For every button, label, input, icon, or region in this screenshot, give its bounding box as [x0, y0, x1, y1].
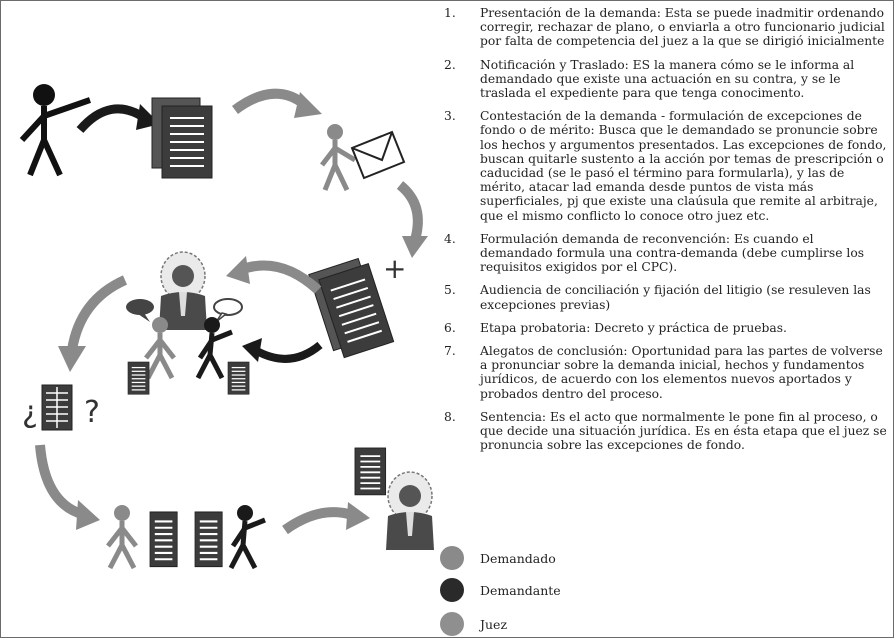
legend-item-demandado: Demandado [440, 545, 556, 571]
contestacion-documents [308, 257, 395, 359]
arrow-head-8 [346, 502, 370, 530]
legend-item-demandante: Demandante [440, 577, 561, 603]
probatoria-document [41, 384, 73, 431]
judge-figure-2 [385, 471, 435, 551]
juez-color-dot [440, 612, 464, 636]
small-document-1 [127, 361, 150, 395]
arrow-to-notification [232, 88, 309, 115]
demandante-color-dot [440, 578, 464, 602]
alegatos-document-1 [148, 510, 179, 568]
step-item: 3.Contestación de la demanda - formulaci… [444, 109, 887, 223]
steps-list: 1.Presentación de la demanda: Esta se pu… [436, 6, 888, 461]
arrow-to-probatoria [67, 275, 128, 351]
arrow-head-5 [242, 338, 262, 362]
arrow-head-4 [226, 256, 250, 284]
envelope-icon [350, 130, 406, 180]
arrow-reconvencion [253, 341, 323, 363]
step-item: 1.Presentación de la demanda: Esta se pu… [444, 6, 885, 49]
step-text: Sentencia: Es el acto que normalmente le… [480, 409, 887, 453]
sentencia-document [354, 447, 387, 496]
step-item: 4.Formulación demanda de reconvención: E… [444, 231, 865, 275]
step-text: Presentación de la demanda: Esta se pued… [480, 6, 885, 49]
demandante-figure-conciliation [195, 317, 233, 380]
demandado-color-dot [440, 546, 464, 570]
demandante-figure-alegatos [228, 505, 266, 570]
step-item: 2.Notificación y Traslado: ES la manera … [444, 57, 855, 101]
plus-sign: + [383, 252, 406, 285]
arrow-to-contestacion [396, 181, 423, 242]
step-text: Etapa probatoria: Decreto y práctica de … [480, 320, 787, 335]
arrow-head-6 [58, 346, 86, 372]
step-item: 6.Etapa probatoria: Decreto y práctica d… [444, 320, 787, 335]
demandante-figure-1 [19, 84, 91, 177]
demandado-figure-notification [320, 124, 357, 192]
arrow-to-documents [76, 104, 148, 134]
demandado-figure-conciliation [144, 317, 176, 380]
demanda-documents [151, 97, 213, 179]
speech-bubble-demandado [126, 299, 154, 322]
arrow-head-7 [76, 500, 100, 530]
step-item: 8.Sentencia: Es el acto que normalmente … [444, 409, 887, 453]
arrow-to-sentencia [282, 507, 354, 535]
step-text: Formulación demanda de reconvención: Es … [480, 231, 865, 275]
question-close: ? [84, 395, 100, 430]
step-text: Alegatos de conclusión: Oportunidad para… [480, 344, 883, 401]
small-document-2 [227, 361, 250, 395]
arrow-head-3 [402, 236, 428, 258]
judge-figure-1 [158, 251, 208, 331]
speech-bubble-demandante [213, 298, 243, 323]
step-text: Audiencia de conciliación y fijación del… [480, 283, 871, 312]
demandado-figure-alegatos [106, 505, 138, 570]
arrow-to-judge [238, 260, 322, 294]
legend-item-juez: Juez [440, 611, 507, 637]
arrow-head-2 [294, 92, 322, 118]
process-illustration: + ¿ [19, 84, 435, 570]
step-text: Notificación y Traslado: ES la manera có… [480, 57, 855, 101]
alegatos-document-2 [193, 510, 224, 568]
question-open: ¿ [22, 395, 38, 430]
step-item: 7.Alegatos de conclusión: Oportunidad pa… [444, 344, 883, 401]
step-item: 5.Audiencia de conciliación y fijación d… [444, 283, 871, 312]
step-text: Contestación de la demanda - formulación… [480, 109, 887, 223]
